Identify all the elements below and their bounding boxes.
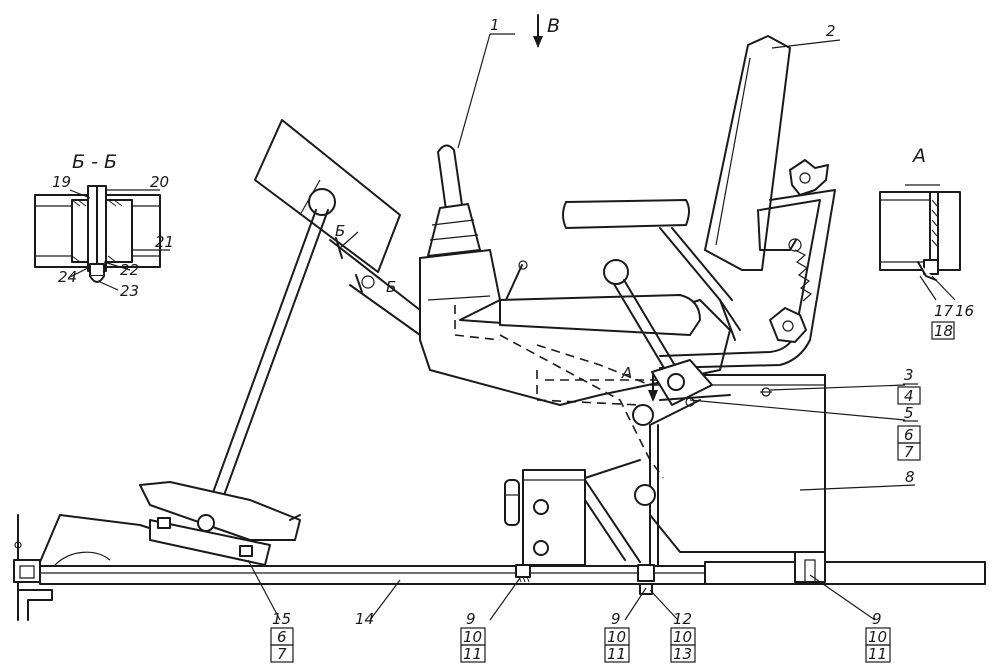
label-24: 24 [58,268,77,286]
label-23: 23 [120,282,139,300]
seat [562,35,836,379]
view-markers [335,14,658,402]
label-20: 20 [150,173,169,191]
label-5: 5 [904,404,914,422]
label-10-right: 10 [868,628,887,646]
label-14: 14 [355,610,374,628]
label-10-left: 10 [463,628,482,646]
label-15: 15 [272,610,291,628]
label-21: 21 [155,233,174,251]
section-bb-detail [34,185,170,291]
item-number-labels: 1 2 3 4 5 6 7 8 9 10 11 9 10 11 12 10 13… [52,16,974,663]
label-9-right: 9 [872,610,882,628]
label-11-right: 11 [868,645,887,663]
view-titles: Б - Б A B Б Б A [72,15,926,382]
label-10-mid: 10 [607,628,626,646]
view-a-detail [879,184,961,301]
label-9-mid: 9 [611,610,621,628]
label-6-bottom: 6 [277,628,287,646]
section-bb-title: Б - Б [72,151,117,173]
label-10-right-mid: 10 [673,628,692,646]
label-4: 4 [904,387,914,405]
pedal-assembly [139,119,421,566]
view-b-arrow-label: B [547,15,560,37]
label-22: 22 [120,261,139,279]
label-3: 3 [904,366,914,384]
label-7: 7 [904,443,914,461]
label-11-left: 11 [463,645,482,663]
cut-b-label-top: Б [335,222,345,240]
label-9-left: 9 [466,610,476,628]
column-bracket [504,399,701,595]
label-boxes [270,321,955,663]
label-16: 16 [955,302,974,320]
view-a-arrow-label: A [621,364,632,382]
label-7-bottom: 7 [277,645,287,663]
label-13: 13 [673,645,692,663]
label-1: 1 [490,16,500,34]
base-box [649,359,826,553]
label-8: 8 [905,468,915,486]
label-12: 12 [673,610,692,628]
view-a-title: A [911,145,926,167]
label-6: 6 [904,426,914,444]
label-19: 19 [52,173,71,191]
label-2: 2 [826,22,836,40]
label-17: 17 [934,302,954,320]
label-11-mid: 11 [607,645,626,663]
cut-b-label-bottom: Б [386,278,396,296]
label-18: 18 [934,322,953,340]
leader-lines [247,33,918,621]
